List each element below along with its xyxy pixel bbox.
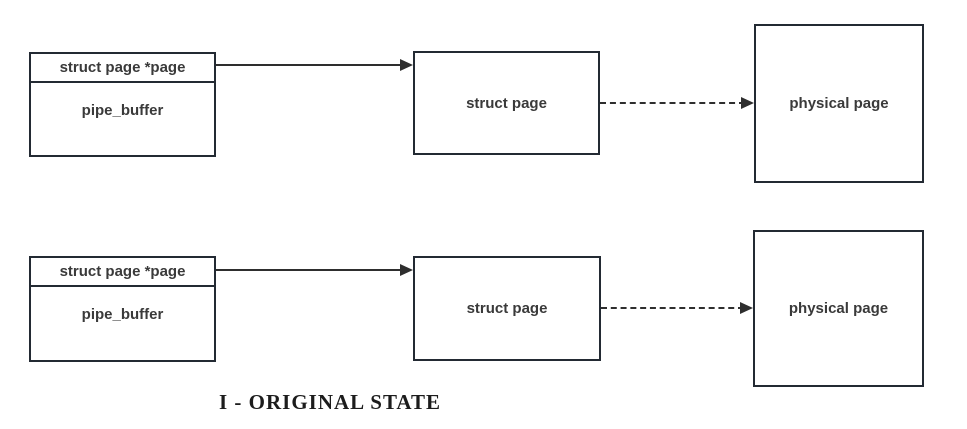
- arrow-head-icon: [400, 59, 413, 71]
- arrow-head-icon: [741, 97, 754, 109]
- physical-page-box-row1: physical page: [754, 24, 924, 183]
- mapping-arrow-row2: [601, 302, 753, 314]
- mapping-arrow-row1: [600, 97, 754, 109]
- physical-page-label: physical page: [788, 300, 889, 317]
- pointer-field-label: struct page *page: [59, 59, 186, 76]
- pipe-buffer-box-row2: struct page *page pipe_buffer: [29, 256, 216, 362]
- pointer-arrow-row2: [216, 264, 413, 276]
- pipe-buffer-label: pipe_buffer: [81, 101, 164, 119]
- physical-page-label: physical page: [789, 95, 889, 112]
- arrow-shaft: [216, 269, 404, 271]
- pipe-buffer-body-row2: pipe_buffer: [31, 287, 214, 360]
- pointer-field-row2: struct page *page: [31, 258, 214, 287]
- physical-page-box-row2: physical page: [753, 230, 924, 387]
- pointer-field-row1: struct page *page: [31, 54, 214, 83]
- pointer-field-label: struct page *page: [59, 263, 186, 280]
- pipe-buffer-label: pipe_buffer: [81, 306, 164, 323]
- pointer-arrow-row1: [216, 59, 413, 71]
- struct-page-label: struct page: [466, 94, 547, 112]
- pipe-buffer-body-row1: pipe_buffer: [31, 83, 214, 155]
- arrow-shaft: [601, 307, 744, 309]
- struct-page-box-row1: struct page: [413, 51, 600, 155]
- arrow-head-icon: [400, 264, 413, 276]
- struct-page-label: struct page: [466, 300, 548, 317]
- struct-page-box-row2: struct page: [413, 256, 601, 361]
- arrow-head-icon: [740, 302, 753, 314]
- arrow-shaft: [600, 102, 745, 104]
- pipe-buffer-box-row1: struct page *page pipe_buffer: [29, 52, 216, 157]
- diagram-caption: I - ORIGINAL STATE: [218, 390, 442, 414]
- arrow-shaft: [216, 64, 404, 66]
